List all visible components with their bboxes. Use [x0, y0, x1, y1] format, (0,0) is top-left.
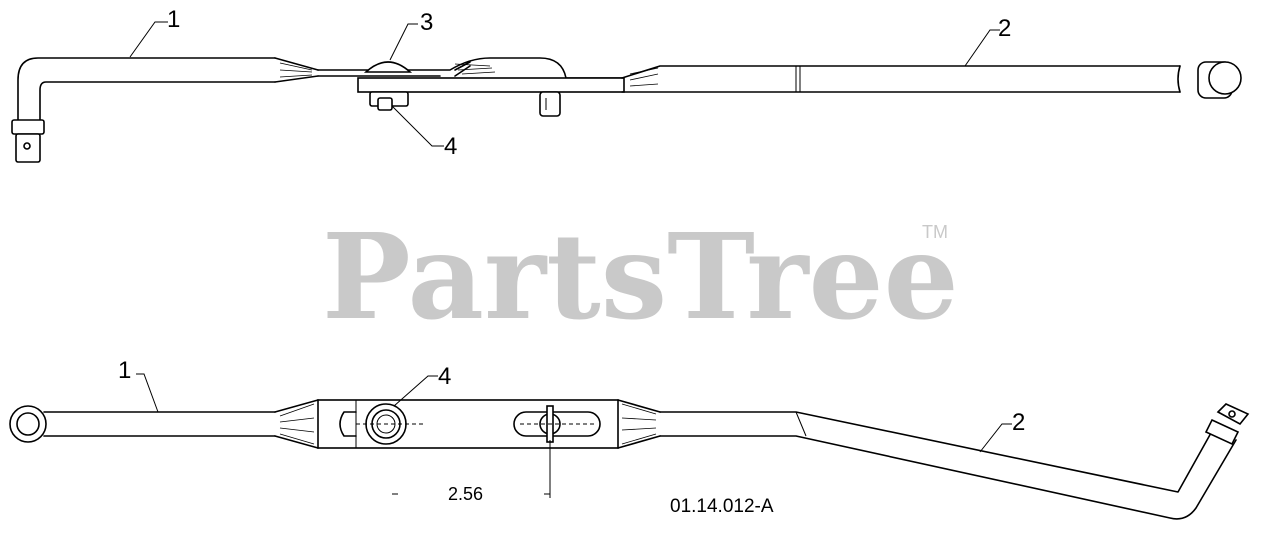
top-rod-2 — [621, 61, 1242, 99]
callout-3-top: 3 — [420, 9, 433, 36]
callout-2-bottom: 2 — [1012, 409, 1025, 436]
bottom-view-assembly: 2.56 1 4 2 — [9, 357, 1250, 520]
leader-2-bottom — [979, 423, 1012, 453]
leader-4-top — [391, 105, 444, 147]
leader-3-top — [389, 23, 418, 61]
top-rod-1 — [11, 57, 319, 163]
bottom-bracket-plate — [317, 399, 661, 449]
callout-1-bottom: 1 — [118, 357, 131, 384]
top-view-assembly: 1 3 2 4 — [11, 6, 1242, 163]
watermark-text: PartsTree — [322, 207, 959, 346]
leader-2-top — [964, 29, 1000, 67]
leader-4-bottom — [393, 375, 438, 407]
dimension-label: 2.56 — [448, 484, 483, 504]
callout-4-bottom: 4 — [438, 363, 451, 390]
callout-1-top: 1 — [167, 6, 180, 33]
drawing-number: 01.14.012-A — [670, 496, 774, 517]
leader-1-top — [129, 21, 168, 58]
leader-1-bottom — [136, 373, 159, 413]
bottom-rod-1 — [9, 399, 319, 449]
top-bracket-plate — [317, 57, 625, 117]
callout-4-top: 4 — [444, 133, 457, 160]
dimension-2-56: 2.56 — [392, 440, 551, 504]
callout-2-top: 2 — [998, 15, 1011, 42]
watermark-trademark: TM — [922, 222, 948, 242]
bottom-rod-2 — [659, 403, 1250, 520]
bolt-head-3 — [363, 61, 413, 73]
bracket-tab — [539, 91, 561, 117]
